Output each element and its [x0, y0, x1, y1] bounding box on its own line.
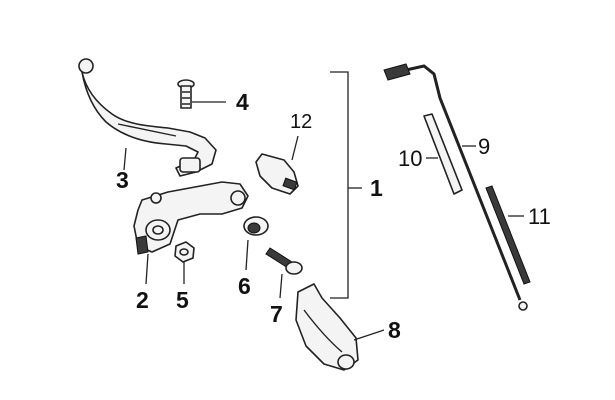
leader-line-3	[123, 147, 127, 171]
callout-9: 9	[478, 134, 490, 159]
part-9-cable	[383, 63, 528, 311]
callout-8: 8	[388, 317, 401, 343]
callout-5: 5	[176, 287, 189, 313]
leader-line-8	[353, 329, 385, 341]
part-4-pivot-bolt	[177, 79, 195, 109]
part-11-adjuster	[485, 185, 531, 285]
callout-1: 1	[370, 175, 383, 201]
leader-line-7	[279, 273, 283, 299]
callout-11: 11	[528, 204, 551, 229]
part-7-screw	[265, 247, 303, 275]
callout-2: 2	[136, 287, 149, 313]
part-10-sleeve	[423, 113, 463, 195]
leader-line-12	[291, 135, 299, 161]
callout-4: 4	[236, 89, 249, 115]
part-8-dust-cover	[295, 283, 359, 371]
assembly-bracket	[330, 71, 349, 299]
callout-7: 7	[270, 301, 283, 327]
part-2-bracket	[133, 181, 249, 255]
part-5-nut	[174, 241, 195, 263]
part-6-bushing	[243, 216, 269, 236]
part-3-lever	[78, 58, 217, 177]
callout-10: 10	[398, 146, 422, 171]
callout-3: 3	[116, 167, 129, 193]
callout-6: 6	[238, 273, 251, 299]
callout-12: 12	[290, 111, 312, 133]
leader-line-2	[145, 253, 149, 285]
leader-line-6	[245, 239, 249, 271]
part-12-switch	[255, 153, 299, 195]
